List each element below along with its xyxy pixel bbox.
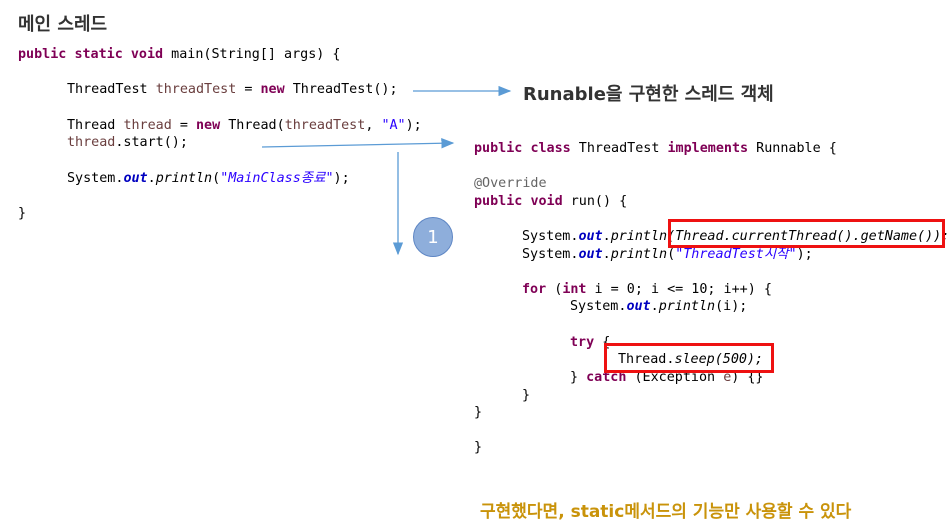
keyword: for <box>522 282 547 297</box>
class-line-13: } <box>474 440 483 455</box>
override-annotation: @Override <box>474 176 547 191</box>
code-text: Thread <box>67 118 124 133</box>
keyword: implements <box>667 141 749 156</box>
code-text: .start(); <box>115 135 188 150</box>
class-line-5: System.out.println("ThreadTest시작"); <box>522 246 813 263</box>
class-line-7: System.out.println(i); <box>570 298 747 315</box>
class-line-12: } <box>474 405 483 420</box>
main-method-line-2: ThreadTest threadTest = new ThreadTest()… <box>67 81 398 98</box>
variable: thread <box>123 118 172 133</box>
keyword: new <box>260 82 285 97</box>
keyword: public <box>18 47 67 62</box>
field: out <box>578 247 603 262</box>
method-name: println <box>658 299 716 314</box>
code-text: { <box>594 335 611 350</box>
code-text: . <box>602 247 611 262</box>
code-text: (Exception <box>626 370 724 385</box>
field: out <box>578 229 603 244</box>
code-text: (i); <box>715 299 748 314</box>
code-text: . <box>602 229 611 244</box>
string-literal: "MainClass종료" <box>220 171 334 186</box>
class-line-9: Thread.sleep(500); <box>618 351 763 368</box>
code-text: System. <box>67 171 124 186</box>
code-text: ThreadTest <box>570 141 668 156</box>
sleep-highlight-box <box>604 343 774 373</box>
method-name: println <box>155 171 213 186</box>
code-text: Thread( <box>220 118 285 133</box>
keyword: public <box>474 141 523 156</box>
method-argument: (500); <box>714 352 764 367</box>
arrow-to-class <box>261 138 455 149</box>
method-name: sleep <box>674 352 715 367</box>
step-number-badge: 1 <box>413 217 453 257</box>
class-line-1: public class ThreadTest implements Runna… <box>474 140 837 157</box>
main-method-line-5: System.out.println("MainClass종료"); <box>67 170 350 187</box>
code-text: ) {} <box>731 370 764 385</box>
variable: threadTest <box>284 118 366 133</box>
code-text: ); <box>333 171 350 186</box>
code-text: run() { <box>562 194 628 209</box>
keyword: catch <box>586 370 627 385</box>
code-text: System. <box>522 247 579 262</box>
class-line-4: System.out.println(Thread.currentThread(… <box>522 228 948 245</box>
keyword: static <box>74 47 123 62</box>
variable: e <box>723 370 732 385</box>
code-text: i = 0; i <= 10; i++) { <box>586 282 772 297</box>
code-text: ThreadTest(); <box>284 82 398 97</box>
keyword: public <box>474 194 523 209</box>
runnable-object-label: Runable을 구현한 스레드 객체 <box>523 84 774 105</box>
variable: thread <box>67 135 116 150</box>
keyword: void <box>130 47 164 62</box>
method-name: println <box>610 229 668 244</box>
code-text: } <box>570 370 587 385</box>
string-literal: "A" <box>381 118 406 133</box>
main-method-line-4: thread.start(); <box>67 134 188 151</box>
code-text: ( <box>212 171 221 186</box>
keyword: void <box>530 194 563 209</box>
main-method-line-1: public static void main(String[] args) { <box>18 46 341 63</box>
code-text: ); <box>796 247 813 262</box>
code-text: = <box>171 118 196 133</box>
string-literal: "ThreadTest시작" <box>675 247 797 262</box>
code-text: ( <box>546 282 563 297</box>
class-line-11: } <box>522 388 531 403</box>
code-text: ( <box>667 247 676 262</box>
code-text: main(String[] args) { <box>163 47 341 62</box>
code-text: = <box>236 82 261 97</box>
class-line-6: for (int i = 0; i <= 10; i++) { <box>522 281 772 298</box>
page-title: 메인 스레드 <box>18 14 108 35</box>
keyword: int <box>562 282 587 297</box>
class-line-3: public void run() { <box>474 193 627 210</box>
field: out <box>123 171 148 186</box>
class-line-8: try { <box>570 334 610 351</box>
field: out <box>626 299 651 314</box>
code-text: ); <box>405 118 422 133</box>
keyword: try <box>570 335 595 350</box>
keyword: class <box>530 141 571 156</box>
main-method-line-6: } <box>18 205 26 222</box>
bottom-note: 구현했다면, static메서드의 기능만 사용할 수 있다 <box>480 502 852 522</box>
method-name: println <box>610 247 668 262</box>
code-text: , <box>365 118 382 133</box>
code-text: System. <box>522 229 579 244</box>
main-method-line-3: Thread thread = new Thread(threadTest, "… <box>67 117 422 134</box>
code-text: ThreadTest <box>67 82 156 97</box>
code-text: . <box>650 299 659 314</box>
keyword: new <box>196 118 221 133</box>
code-text: } <box>18 206 27 221</box>
code-text: Runnable { <box>748 141 837 156</box>
code-text: . <box>147 171 156 186</box>
class-line-10: } catch (Exception e) {} <box>570 369 764 386</box>
code-text: System. <box>570 299 627 314</box>
getname-highlight-box <box>668 219 945 248</box>
code-text: Thread. <box>618 352 675 367</box>
method-argument: (Thread.currentThread().getName()); <box>667 229 948 244</box>
variable: threadTest <box>155 82 237 97</box>
